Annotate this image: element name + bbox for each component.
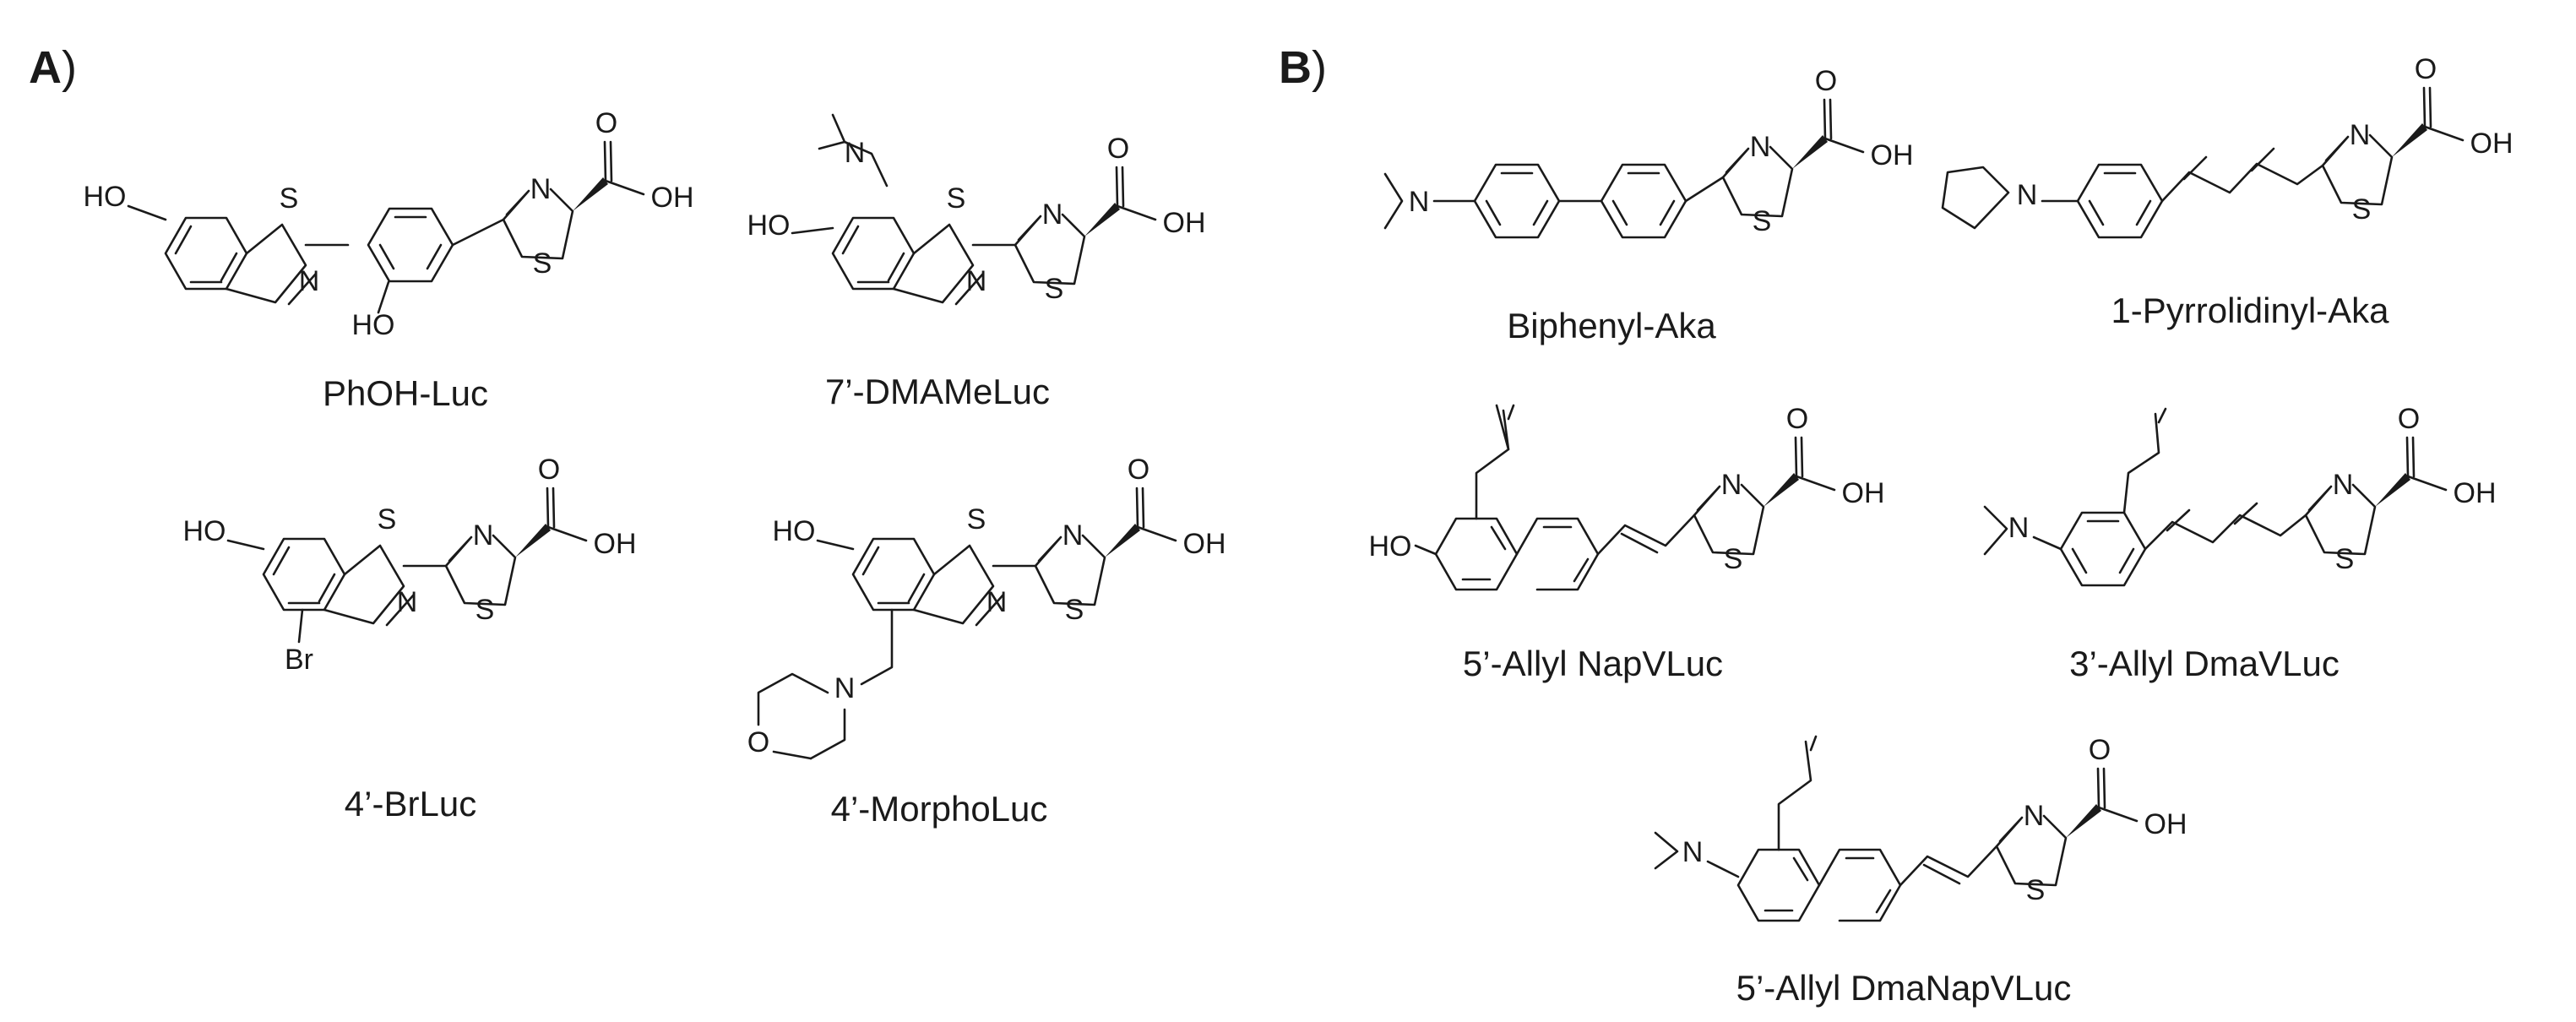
atom-n: N [1409, 186, 1430, 218]
compound-name-3-allyl-dmavluc: 3’-Allyl DmaVLuc [2069, 644, 2340, 683]
structure-4-morpholuc: HO S N N O [747, 452, 1227, 760]
atom-ho: HO [352, 309, 395, 341]
atom-o: O [747, 726, 769, 758]
atom-n: N [845, 137, 866, 169]
structure-3-allyl-dmavluc: N [1983, 401, 2497, 587]
atom-ho: HO [747, 209, 791, 242]
atom-br: Br [285, 644, 313, 676]
atom-n: N [1682, 836, 1704, 868]
atom-n: N [834, 672, 856, 704]
atom-n: N [397, 586, 418, 618]
compound-name-4-brluc: 4’-BrLuc [345, 784, 476, 824]
panel-b-label: B) [1279, 42, 1327, 93]
atom-s: S [947, 182, 966, 215]
atom-n: N [299, 265, 320, 297]
compound-name-biphenyl-aka: Biphenyl-Aka [1507, 306, 1716, 345]
structure-biphenyl-aka: N [1383, 63, 1915, 239]
compound-name-1-pyrrolidinyl-aka: 1-Pyrrolidinyl-Aka [2111, 291, 2389, 330]
compound-name-5-allyl-napvluc: 5’-Allyl NapVLuc [1463, 644, 1723, 683]
atom-s: S [280, 182, 299, 215]
atom-s: S [378, 503, 397, 535]
atom-s: S [967, 503, 986, 535]
structure-4-brluc: HO S N Br [183, 452, 638, 676]
structure-7-dmameluc: N HO S N [747, 113, 1207, 307]
atom-ho: HO [773, 515, 816, 547]
atom-ho: HO [1369, 530, 1412, 563]
atom-n: N [2017, 179, 2038, 211]
atom-ho: HO [84, 181, 127, 213]
compound-name-5-allyl-dmanapvluc: 5’-Allyl DmaNapVLuc [1736, 968, 2072, 1008]
structure-5-allyl-dmanapvluc: N [1654, 732, 2188, 922]
panel-a-label: A) [29, 42, 77, 93]
atom-ho: HO [183, 515, 226, 547]
compound-name-4-morpholuc: 4’-MorphoLuc [831, 789, 1048, 829]
atom-n: N [986, 586, 1008, 618]
compound-name-phoh-luc: PhOH-Luc [323, 373, 488, 413]
structure-1-pyrrolidinyl-aka: N [1941, 52, 2514, 239]
structure-5-allyl-napvluc: HO [1369, 401, 1886, 591]
atom-n: N [966, 265, 987, 297]
structure-phoh-luc: HO S N HO [84, 106, 695, 341]
compound-name-7-dmameluc: 7’-DMAMeLuc [825, 372, 1050, 411]
atom-n: N [2008, 512, 2030, 544]
